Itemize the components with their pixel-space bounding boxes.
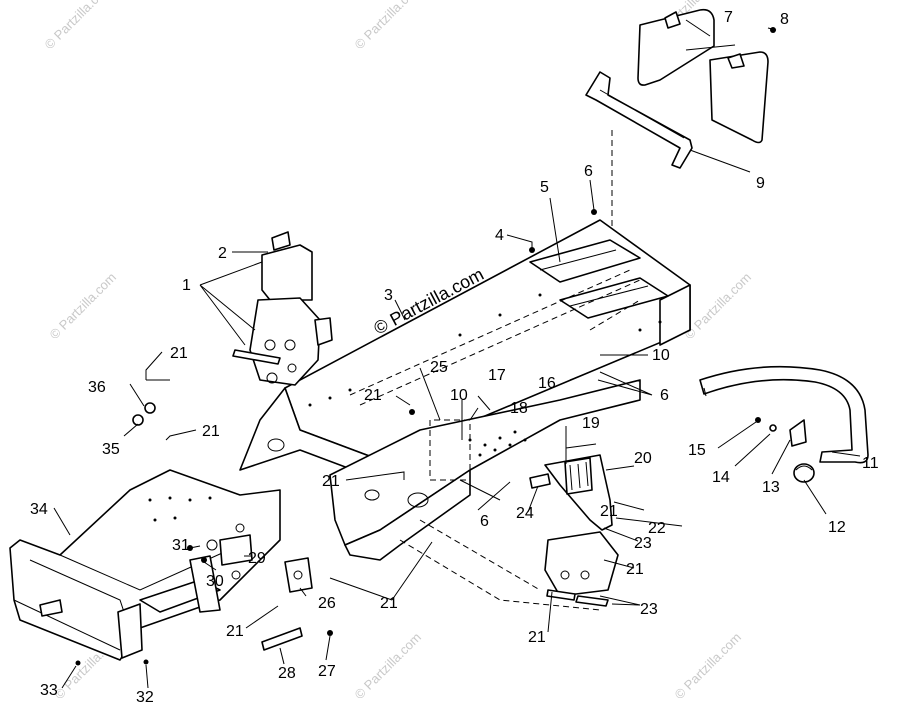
- callout-label: 1: [182, 277, 191, 294]
- callout-label: 21: [170, 345, 188, 362]
- callout-label: 14: [712, 469, 730, 486]
- right-bracket-part: [529, 454, 613, 531]
- callout-label: 26: [318, 595, 336, 612]
- callout-label: 2: [218, 245, 227, 262]
- rivet-dots: [148, 496, 212, 522]
- callout-label: 20: [634, 450, 652, 467]
- callout-label: 7: [724, 9, 733, 26]
- leader-lines: [53, 19, 861, 689]
- callout-label: 22: [648, 520, 666, 537]
- callout-label: 13: [762, 479, 780, 496]
- callout-label: 4: [495, 227, 504, 244]
- callout-label: 24: [516, 505, 534, 522]
- callout-label: 19: [582, 415, 600, 432]
- callout-label: 30: [206, 573, 224, 590]
- callout-label: 17: [488, 367, 506, 384]
- flap-bracket-part: [585, 71, 693, 240]
- callout-label: 21: [528, 629, 546, 646]
- callout-label: 10: [450, 387, 468, 404]
- watermark: © Partzilla.com: [682, 270, 755, 343]
- callout-label: 21: [322, 473, 340, 490]
- callout-label: 21: [202, 423, 220, 440]
- plate-part: [789, 419, 807, 447]
- callout-label: 35: [102, 441, 120, 458]
- callout-label: 32: [136, 689, 154, 706]
- hardware-parts: [75, 27, 777, 666]
- callout-label: 33: [40, 682, 58, 699]
- callout-label: 31: [172, 537, 190, 554]
- small-plate-parts: [219, 534, 313, 651]
- rivet-dots: [468, 430, 527, 457]
- callout-label: 28: [278, 665, 296, 682]
- callout-label: 5: [540, 179, 549, 196]
- callout-label: 23: [634, 535, 652, 552]
- callout-label: 29: [248, 550, 266, 567]
- callout-label: 21: [600, 503, 618, 520]
- bracket-assembly-part: [232, 231, 333, 386]
- lower-bracket-part: [544, 531, 619, 607]
- front-frame-part: [329, 379, 641, 611]
- callout-label: 6: [480, 513, 489, 530]
- callout-label: 21: [226, 623, 244, 640]
- callout-label: 18: [510, 400, 528, 417]
- callout-label: 6: [660, 387, 669, 404]
- callout-label: 21: [364, 387, 382, 404]
- watermark: © Partzilla.com: [672, 630, 745, 703]
- watermark: © Partzilla.com: [42, 0, 115, 52]
- rivet-dots: [308, 293, 662, 407]
- callout-label: 16: [538, 375, 556, 392]
- callout-label: 34: [30, 501, 48, 518]
- bumper-part: [699, 365, 869, 464]
- callout-label: 11: [862, 455, 879, 472]
- rear-frame-part: [9, 469, 281, 661]
- callout-label: 12: [828, 519, 846, 536]
- callout-label: 10: [652, 347, 670, 364]
- watermark: © Partzilla.com: [352, 630, 425, 703]
- callout-labels: 1 2 3 4 5 6 6 6 6 7 8 9 10 10 11 12 13 1…: [30, 9, 879, 706]
- watermark: © Partzilla.com: [352, 0, 425, 52]
- callout-label: 23: [640, 601, 658, 618]
- flap-part: [637, 8, 769, 144]
- end-cap-part: [793, 463, 815, 483]
- callout-label: 3: [384, 287, 393, 304]
- callout-label: 27: [318, 663, 336, 680]
- callout-label: 21: [626, 561, 644, 578]
- callout-label: 21: [380, 595, 398, 612]
- callout-label: 8: [780, 11, 789, 28]
- callout-label: 36: [88, 379, 106, 396]
- callout-label: 15: [688, 442, 706, 459]
- callout-label: 25: [430, 359, 448, 376]
- watermark: © Partzilla.com: [47, 270, 120, 343]
- tunnel-part: [239, 219, 691, 481]
- callout-label: 6: [584, 163, 593, 180]
- callout-label: 9: [756, 175, 765, 192]
